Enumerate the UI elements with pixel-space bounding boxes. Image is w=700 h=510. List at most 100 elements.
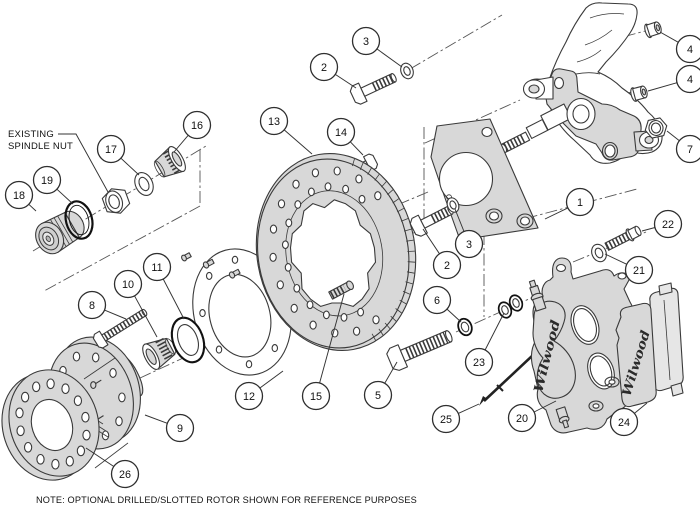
- rotor-vane-slot: [390, 315, 397, 322]
- hub-bolt-hole: [91, 352, 100, 363]
- callout-circle-3: [351, 26, 381, 56]
- flange-hole: [20, 391, 30, 403]
- callout-number-16: 16: [191, 120, 203, 132]
- rotor-vane-slot: [402, 290, 411, 295]
- rotor-vane-slot: [374, 174, 380, 181]
- rotor-vane-slot: [384, 322, 391, 329]
- flange-hole: [46, 378, 55, 390]
- callout-leader: [604, 253, 628, 265]
- grease-seal-11: [170, 316, 206, 364]
- inlet-fitting: [555, 406, 570, 429]
- brake-rotor: [255, 152, 417, 352]
- washer-6: [457, 317, 473, 337]
- callout-leader: [454, 208, 465, 232]
- flanged-nut-4a: [644, 21, 662, 39]
- callout-leader: [104, 309, 127, 320]
- callout-circle-18: [4, 180, 34, 210]
- callout-number-21: 21: [633, 265, 645, 277]
- callout-number-19: 19: [41, 175, 53, 187]
- callout-number-8: 8: [89, 300, 95, 312]
- steering-knuckle: [499, 2, 663, 164]
- adapter-stud: [181, 252, 192, 262]
- rotor-drill-hole: [309, 320, 317, 330]
- adapter-stud: [228, 268, 241, 279]
- adapter-bolt-hole: [205, 271, 213, 280]
- wheel-stud-end: [90, 381, 97, 389]
- spindle-label-line2: SPINDLE NUT: [8, 141, 73, 152]
- rotor-vane-slot: [405, 281, 413, 285]
- callout-number-13: 13: [268, 116, 280, 128]
- callout-circle-5: [363, 380, 393, 410]
- flange-hole: [81, 411, 90, 423]
- callout-number-7: 7: [687, 144, 693, 156]
- existing-spindle-nut: [101, 188, 131, 214]
- rotor-drill-hole: [293, 283, 301, 293]
- callout-leader: [85, 447, 115, 467]
- callout-number-17: 17: [105, 144, 117, 156]
- callout-leader: [319, 293, 345, 384]
- flange-hole: [76, 445, 86, 457]
- callout-leader: [446, 308, 462, 323]
- rotor-drill-hole: [324, 182, 332, 191]
- rotor-drill-hole: [355, 174, 363, 184]
- flange-hole: [73, 395, 83, 407]
- flange-hole: [61, 383, 70, 395]
- rotor-drill-hole: [269, 252, 277, 262]
- callout-circle-4: [675, 64, 700, 94]
- callout-number-6: 6: [434, 295, 440, 307]
- callout-number-25: 25: [440, 414, 452, 426]
- callout-circle-7: [675, 134, 700, 164]
- rotor-drill-hole: [333, 166, 341, 176]
- callout-leader: [422, 228, 440, 255]
- callout-circle-16: [182, 110, 212, 140]
- drive-flange: [1, 357, 129, 481]
- flange-hole: [36, 453, 45, 465]
- callout-circle-25: [431, 404, 461, 434]
- rotor-drill-hole: [342, 184, 350, 194]
- rotor-vane-slot: [352, 158, 355, 167]
- rotor-drill-hole: [340, 313, 348, 322]
- rotor-vane-slot: [392, 198, 400, 204]
- callout-leader: [28, 203, 37, 212]
- callout-number-24: 24: [618, 417, 630, 429]
- flange-hole: [51, 458, 60, 470]
- rotor-drill-hole: [357, 307, 365, 317]
- reference-note: NOTE: OPTIONAL DRILLED/SLOTTED ROTOR SHO…: [36, 495, 417, 505]
- hex-nut-7: [644, 117, 668, 139]
- rotor-vane-slot: [397, 207, 405, 213]
- callout-number-4: 4: [687, 74, 693, 86]
- flanged-nut-4b: [630, 85, 648, 102]
- thrust-washer-17: [134, 171, 154, 197]
- callout-leader: [335, 74, 357, 89]
- callout-circle-21: [624, 255, 654, 285]
- rotor-drill-hole: [322, 310, 330, 320]
- callout-number-18: 18: [13, 190, 25, 202]
- outer-bearing-16: [153, 146, 186, 178]
- callout-number-2: 2: [321, 62, 327, 74]
- shim-washer-23a: [497, 301, 513, 319]
- callout-leader: [120, 157, 140, 176]
- washer-3-top: [400, 62, 414, 80]
- callout-circle-9: [165, 413, 195, 443]
- adapter-bolt-hole: [215, 345, 223, 354]
- callout-leader: [162, 278, 185, 320]
- rotor-vane-slot: [406, 271, 415, 274]
- shim-washer-23b: [508, 294, 524, 312]
- rotor-vane-slot: [395, 308, 402, 314]
- callout-circle-22: [653, 209, 683, 239]
- adapter-bolt-hole: [231, 255, 239, 264]
- rotor-vane-slot: [359, 162, 364, 170]
- callout-circle-26: [110, 459, 140, 489]
- callout-circle-24: [609, 407, 639, 437]
- bolt-8: [92, 308, 148, 349]
- callout-leader: [349, 141, 364, 156]
- rotor-vane-slot: [403, 228, 412, 232]
- inboard-pad: [649, 287, 684, 392]
- rotor-drill-hole: [372, 315, 380, 325]
- rotor-drill-hole: [307, 187, 315, 197]
- rotor-vane-slot: [399, 299, 407, 305]
- callout-leader: [283, 129, 313, 155]
- rotor-vane-slot: [406, 239, 414, 242]
- callout-leader: [484, 312, 505, 351]
- callout-number-23: 23: [473, 357, 485, 369]
